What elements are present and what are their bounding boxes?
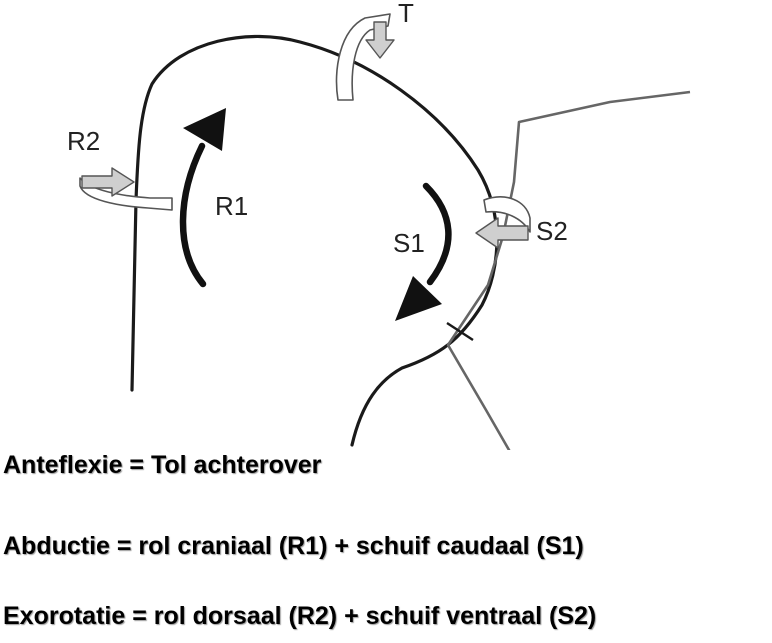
label-t: T (398, 0, 414, 28)
caption-anteflexie: Anteflexie = Tol achterover (3, 451, 322, 479)
label-s2: S2 (536, 216, 568, 246)
label-r1: R1 (215, 191, 248, 221)
label-r2: R2 (67, 126, 100, 156)
contact-point-tick (446, 321, 474, 342)
caption-exorotatie: Exorotatie = rol dorsaal (R2) + schuif v… (3, 602, 597, 630)
r1-arrowhead-icon (183, 108, 226, 151)
s1-arrowhead-icon (395, 276, 442, 321)
s1-glide-arrow-icon (422, 182, 452, 286)
caption-abductie: Abductie = rol craniaal (R1) + schuif ca… (3, 532, 584, 560)
r2-rotation-arrow-icon (79, 177, 173, 211)
s2-rotation-arrow-icon (483, 196, 531, 233)
shoulder-arthrokinematics-diagram: T R2 R1 S1 S2 (67, 0, 691, 450)
scapula-outline (446, 90, 691, 450)
s2-gray-arrow-icon (475, 217, 529, 249)
label-s1: S1 (393, 228, 425, 258)
r2-gray-arrow-icon (81, 167, 135, 197)
t-rotation-arrow-icon (335, 13, 391, 101)
humerus-outline (130, 34, 499, 447)
r1-roll-arrow-icon (179, 142, 207, 288)
t-gray-arrow-icon (365, 21, 395, 59)
